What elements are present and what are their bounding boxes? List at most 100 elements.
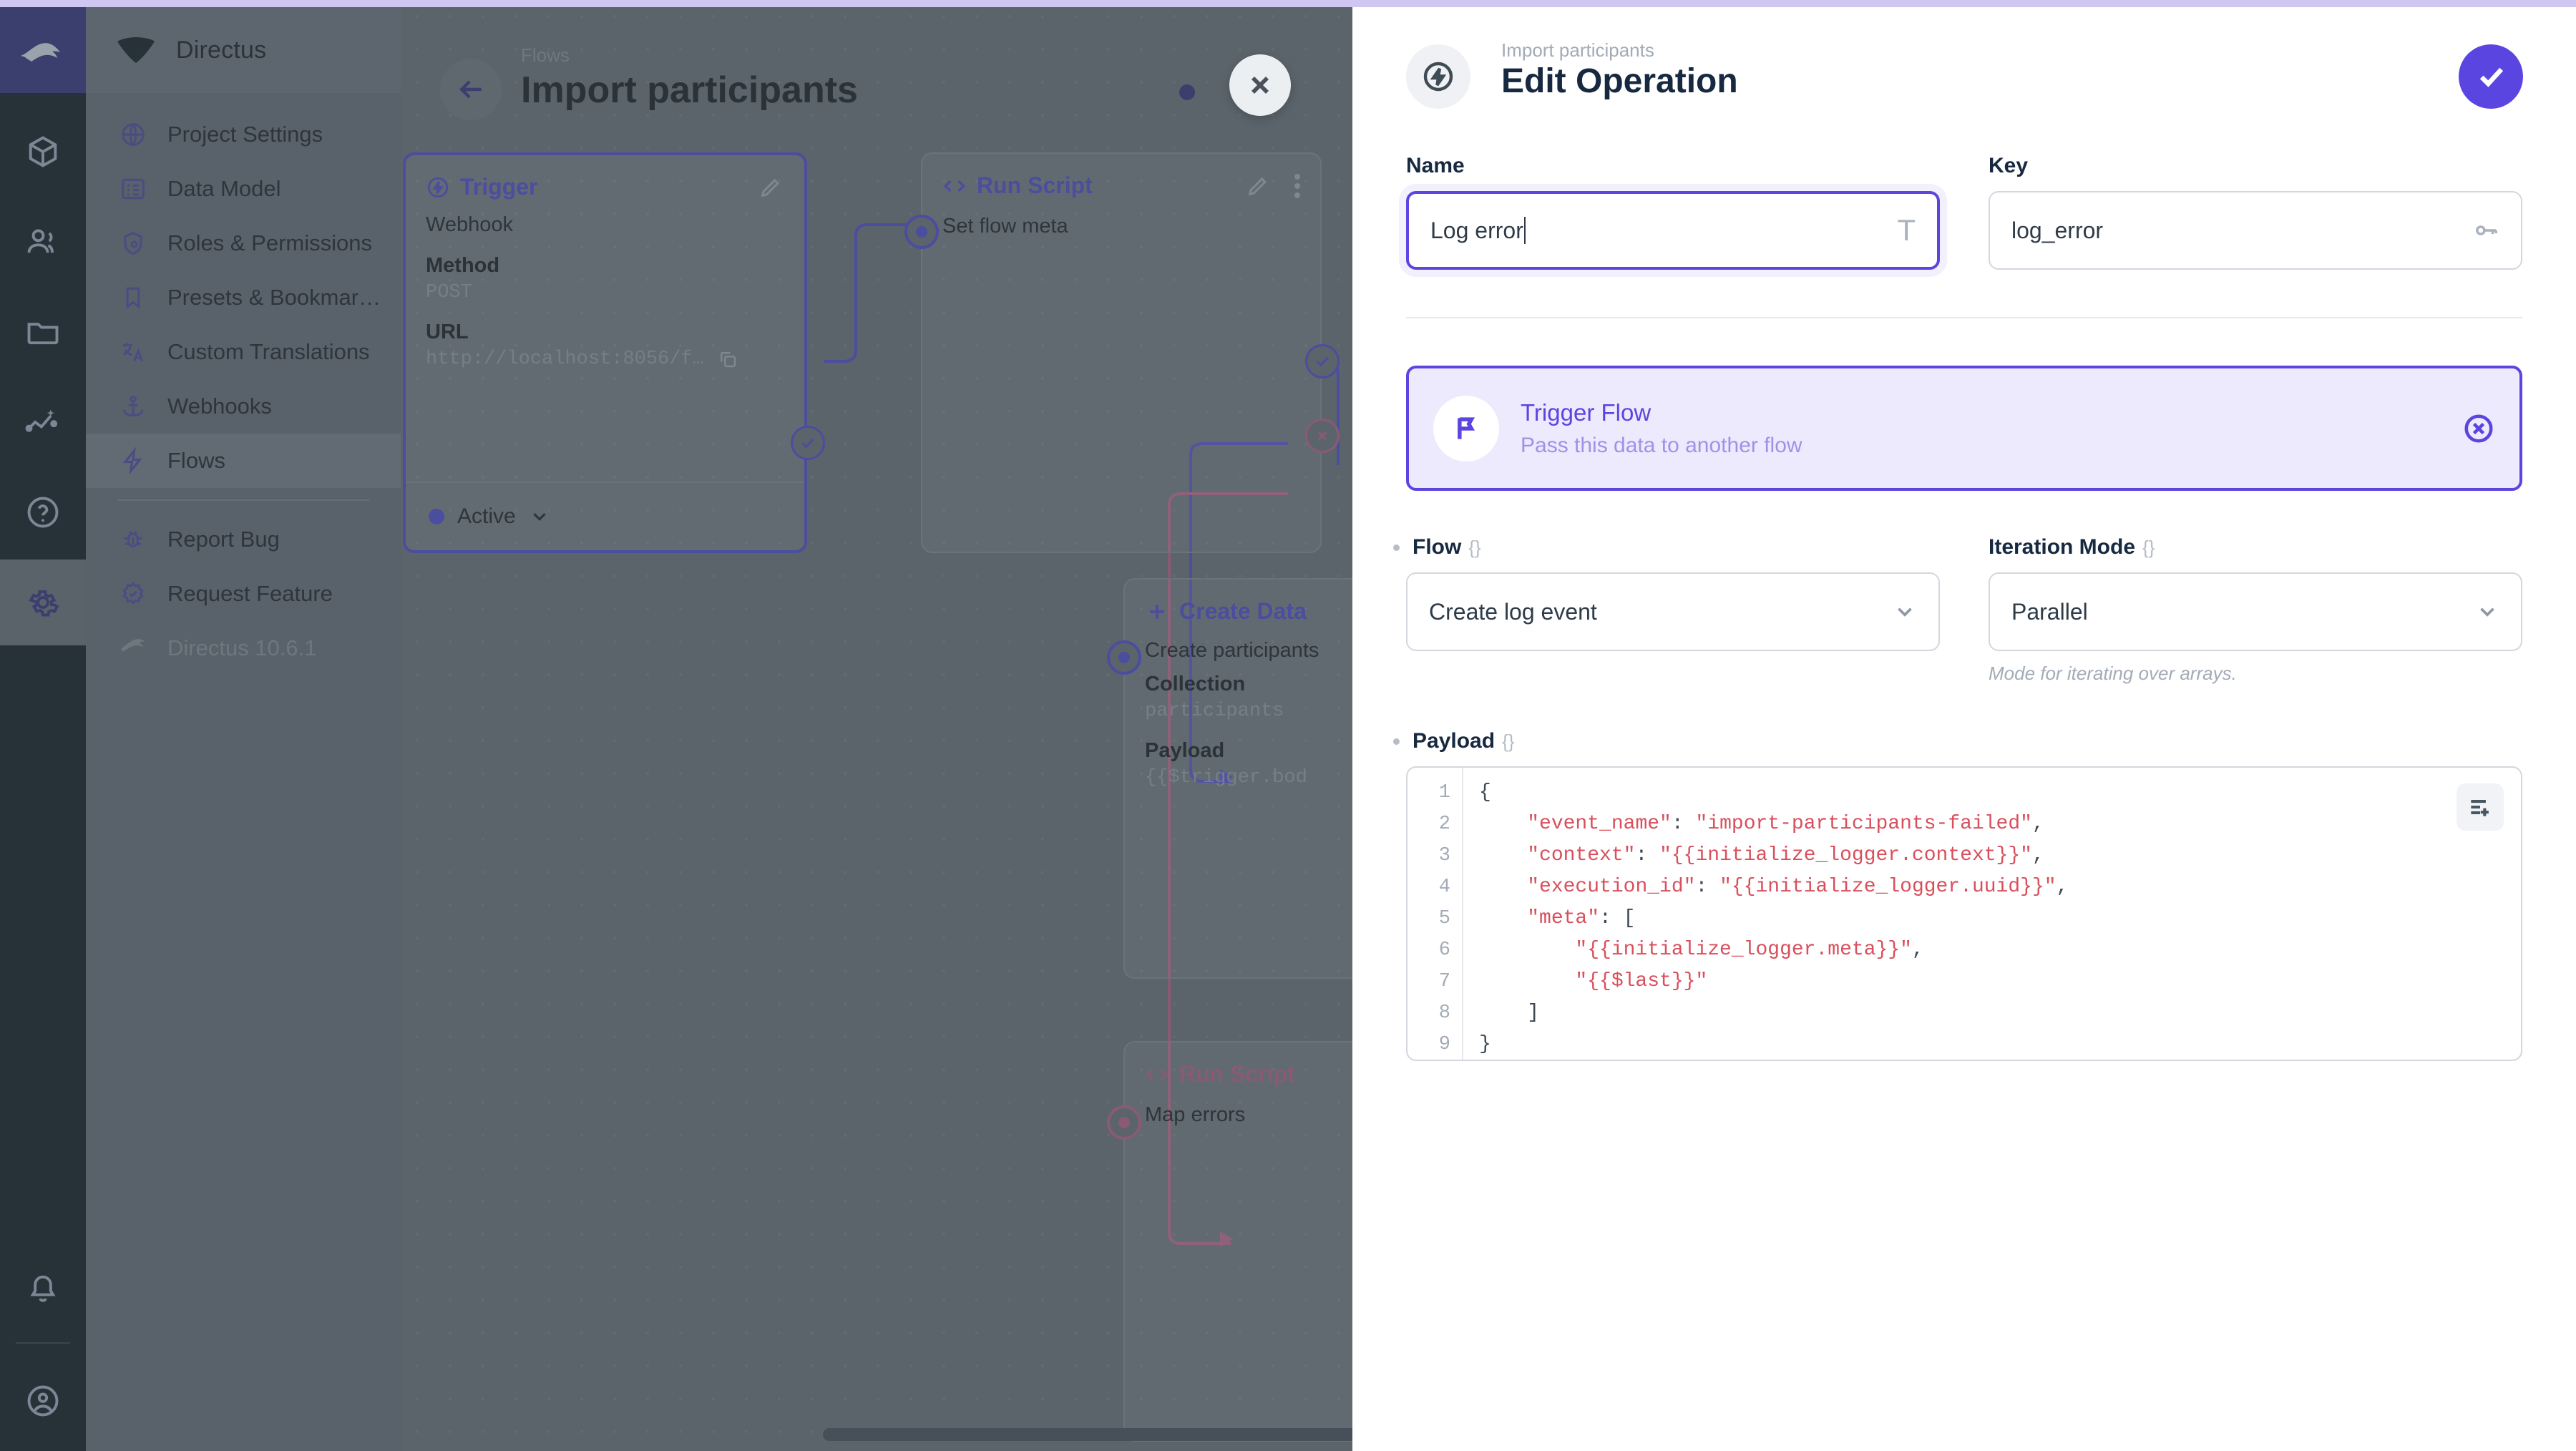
line-number: 9: [1438, 1034, 1450, 1055]
chevron-down-icon[interactable]: [1893, 600, 1917, 624]
key-input[interactable]: log_error: [1989, 191, 2522, 270]
sidebar-item-report-bug[interactable]: Report Bug: [86, 512, 401, 567]
flow-iteration-row: Flow {} Create log event Iteration Mode …: [1406, 535, 2522, 685]
breadcrumb[interactable]: Flows: [521, 44, 570, 66]
sidebar-item-presets-bookmarks[interactable]: Presets & Bookmar…: [86, 270, 401, 325]
name-label: Name: [1406, 154, 1465, 177]
copy-icon[interactable]: [717, 348, 738, 370]
sidebar-item-custom-translations[interactable]: Custom Translations: [86, 325, 401, 379]
drawer-title: Edit Operation: [1501, 62, 1738, 100]
run-script-node-header: Run Script: [922, 154, 1320, 199]
run-script2-input-port[interactable]: [1107, 1105, 1141, 1140]
flow-select[interactable]: Create log event: [1406, 572, 1940, 651]
translate-icon: [117, 336, 149, 368]
trigger-node-field-key: URL: [426, 321, 469, 343]
operation-type-text: Trigger Flow Pass this data to another f…: [1521, 399, 1802, 458]
create-data-node[interactable]: Create Data Create participants Collecti…: [1123, 578, 1352, 979]
sidebar-item-webhooks[interactable]: Webhooks: [86, 379, 401, 434]
trigger-node-field-value: POST: [426, 282, 472, 303]
sidebar-item-data-model[interactable]: Data Model: [86, 162, 401, 216]
rail-item-help[interactable]: [0, 469, 86, 555]
sidebar-item-roles-permissions[interactable]: Roles & Permissions: [86, 216, 401, 270]
rail-item-user-directory[interactable]: [0, 199, 86, 285]
payload-field-group: Payload {} 1 2 3 4 5 6 7 8: [1406, 729, 2522, 1061]
iteration-mode-value: Parallel: [2011, 598, 2088, 625]
rail-item-notifications[interactable]: [0, 1246, 86, 1332]
trigger-node-success-port[interactable]: [791, 426, 825, 460]
pencil-icon[interactable]: [758, 175, 783, 200]
trigger-node[interactable]: Trigger Webhook Method POST URL http://l…: [403, 152, 807, 553]
sidebar-item-label: Webhooks: [167, 394, 272, 419]
sidebar-item-project-settings[interactable]: Project Settings: [86, 107, 401, 162]
kebab-icon[interactable]: [1294, 174, 1302, 198]
payload-code-editor[interactable]: 1 2 3 4 5 6 7 8 9 { "event_name": "impor…: [1406, 766, 2522, 1061]
key-label: Key: [1989, 154, 2029, 177]
payload-braces: {}: [1502, 730, 1515, 752]
iteration-mode-field-group: Iteration Mode {} Parallel Mode for iter…: [1989, 535, 2522, 685]
sidebar-item-flows[interactable]: Flows: [86, 434, 401, 488]
name-input-value: Log error: [1430, 217, 1523, 243]
operation-type-card[interactable]: Trigger Flow Pass this data to another f…: [1406, 366, 2522, 491]
chevron-down-icon[interactable]: [2475, 600, 2499, 624]
run-script-map-errors-node[interactable]: Run Script Map errors: [1123, 1041, 1352, 1442]
flow-field-group: Flow {} Create log event: [1406, 535, 1940, 685]
trigger-node-header: Trigger: [406, 155, 804, 200]
trigger-node-status[interactable]: Active: [406, 482, 804, 550]
bolt-icon: [117, 445, 149, 477]
directus-mark-icon: [117, 632, 149, 664]
rail-item-settings[interactable]: [0, 560, 86, 645]
run-script-success-port[interactable]: [1305, 344, 1340, 378]
iteration-mode-braces: {}: [2142, 536, 2155, 558]
list-alt-icon: [117, 173, 149, 205]
rail-item-account[interactable]: [0, 1358, 86, 1444]
save-button[interactable]: [2459, 44, 2523, 109]
text-format-icon: T: [1897, 213, 1916, 247]
sidebar-item-request-feature[interactable]: Request Feature: [86, 567, 401, 621]
drawer-breadcrumb[interactable]: Import participants: [1501, 39, 1654, 61]
flow-label-text: Flow: [1413, 535, 1462, 559]
create-data-node-type: Create Data: [1179, 598, 1307, 624]
create-data-field-value: {{$trigger.bod: [1145, 767, 1307, 788]
flow-canvas[interactable]: Flows Import participants Tr: [401, 0, 1352, 1451]
drawer-header: Import participants Edit Operation: [1352, 0, 2576, 154]
iteration-mode-select[interactable]: Parallel: [1989, 572, 2522, 651]
arrow-left-icon: [459, 80, 482, 99]
close-circle-icon[interactable]: [2462, 412, 2495, 445]
run-script-error-port[interactable]: [1305, 419, 1340, 453]
admin-panel-settings-icon: [117, 228, 149, 259]
flow-select-value: Create log event: [1429, 598, 1597, 625]
rail-item-file-library[interactable]: [0, 289, 86, 375]
bolt-circle-icon: [427, 177, 449, 197]
run-script-set-flow-meta-node[interactable]: Run Script Set flow meta: [921, 152, 1322, 553]
edit-operation-drawer: Import participants Edit Operation Name …: [1352, 0, 2576, 1451]
sidebar-item-label: Report Bug: [167, 527, 280, 552]
canvas-hscroll-thumb[interactable]: [823, 1428, 1352, 1441]
run-script-input-port[interactable]: [904, 215, 939, 249]
create-data-field-key: Collection: [1145, 673, 1246, 695]
create-data-input-port[interactable]: [1107, 640, 1141, 675]
check-icon: [2479, 67, 2504, 87]
trigger-node-url-row: http://localhost:8056/f…: [406, 344, 804, 370]
sidebar-item-label: Data Model: [167, 176, 281, 201]
new-releases-icon: [117, 578, 149, 610]
line-number: 3: [1438, 845, 1450, 866]
nav-brand-label: Directus: [176, 36, 267, 64]
directus-rabbit-logo[interactable]: [0, 7, 86, 93]
payload-code[interactable]: { "event_name": "import-participants-fai…: [1479, 781, 2069, 1055]
sidebar-item-label: Request Feature: [167, 581, 333, 606]
chevron-down-icon[interactable]: [529, 506, 550, 527]
sidebar-item-label: Project Settings: [167, 122, 323, 147]
close-drawer-button[interactable]: [1229, 54, 1291, 116]
add-lines-icon[interactable]: [2457, 783, 2504, 831]
status-badge: Active: [457, 504, 516, 528]
name-input[interactable]: Log error T: [1406, 191, 1940, 270]
rail-item-insights[interactable]: [0, 379, 86, 465]
line-number: 2: [1438, 814, 1450, 835]
pencil-icon[interactable]: [1246, 174, 1270, 198]
module-rail: [0, 0, 86, 1451]
status-dot: [429, 509, 444, 524]
operation-type-subtitle: Pass this data to another flow: [1521, 433, 1802, 457]
rail-item-content[interactable]: [0, 109, 86, 195]
iteration-mode-note: Mode for iterating over arrays.: [1989, 663, 2237, 684]
back-button[interactable]: [440, 59, 502, 120]
